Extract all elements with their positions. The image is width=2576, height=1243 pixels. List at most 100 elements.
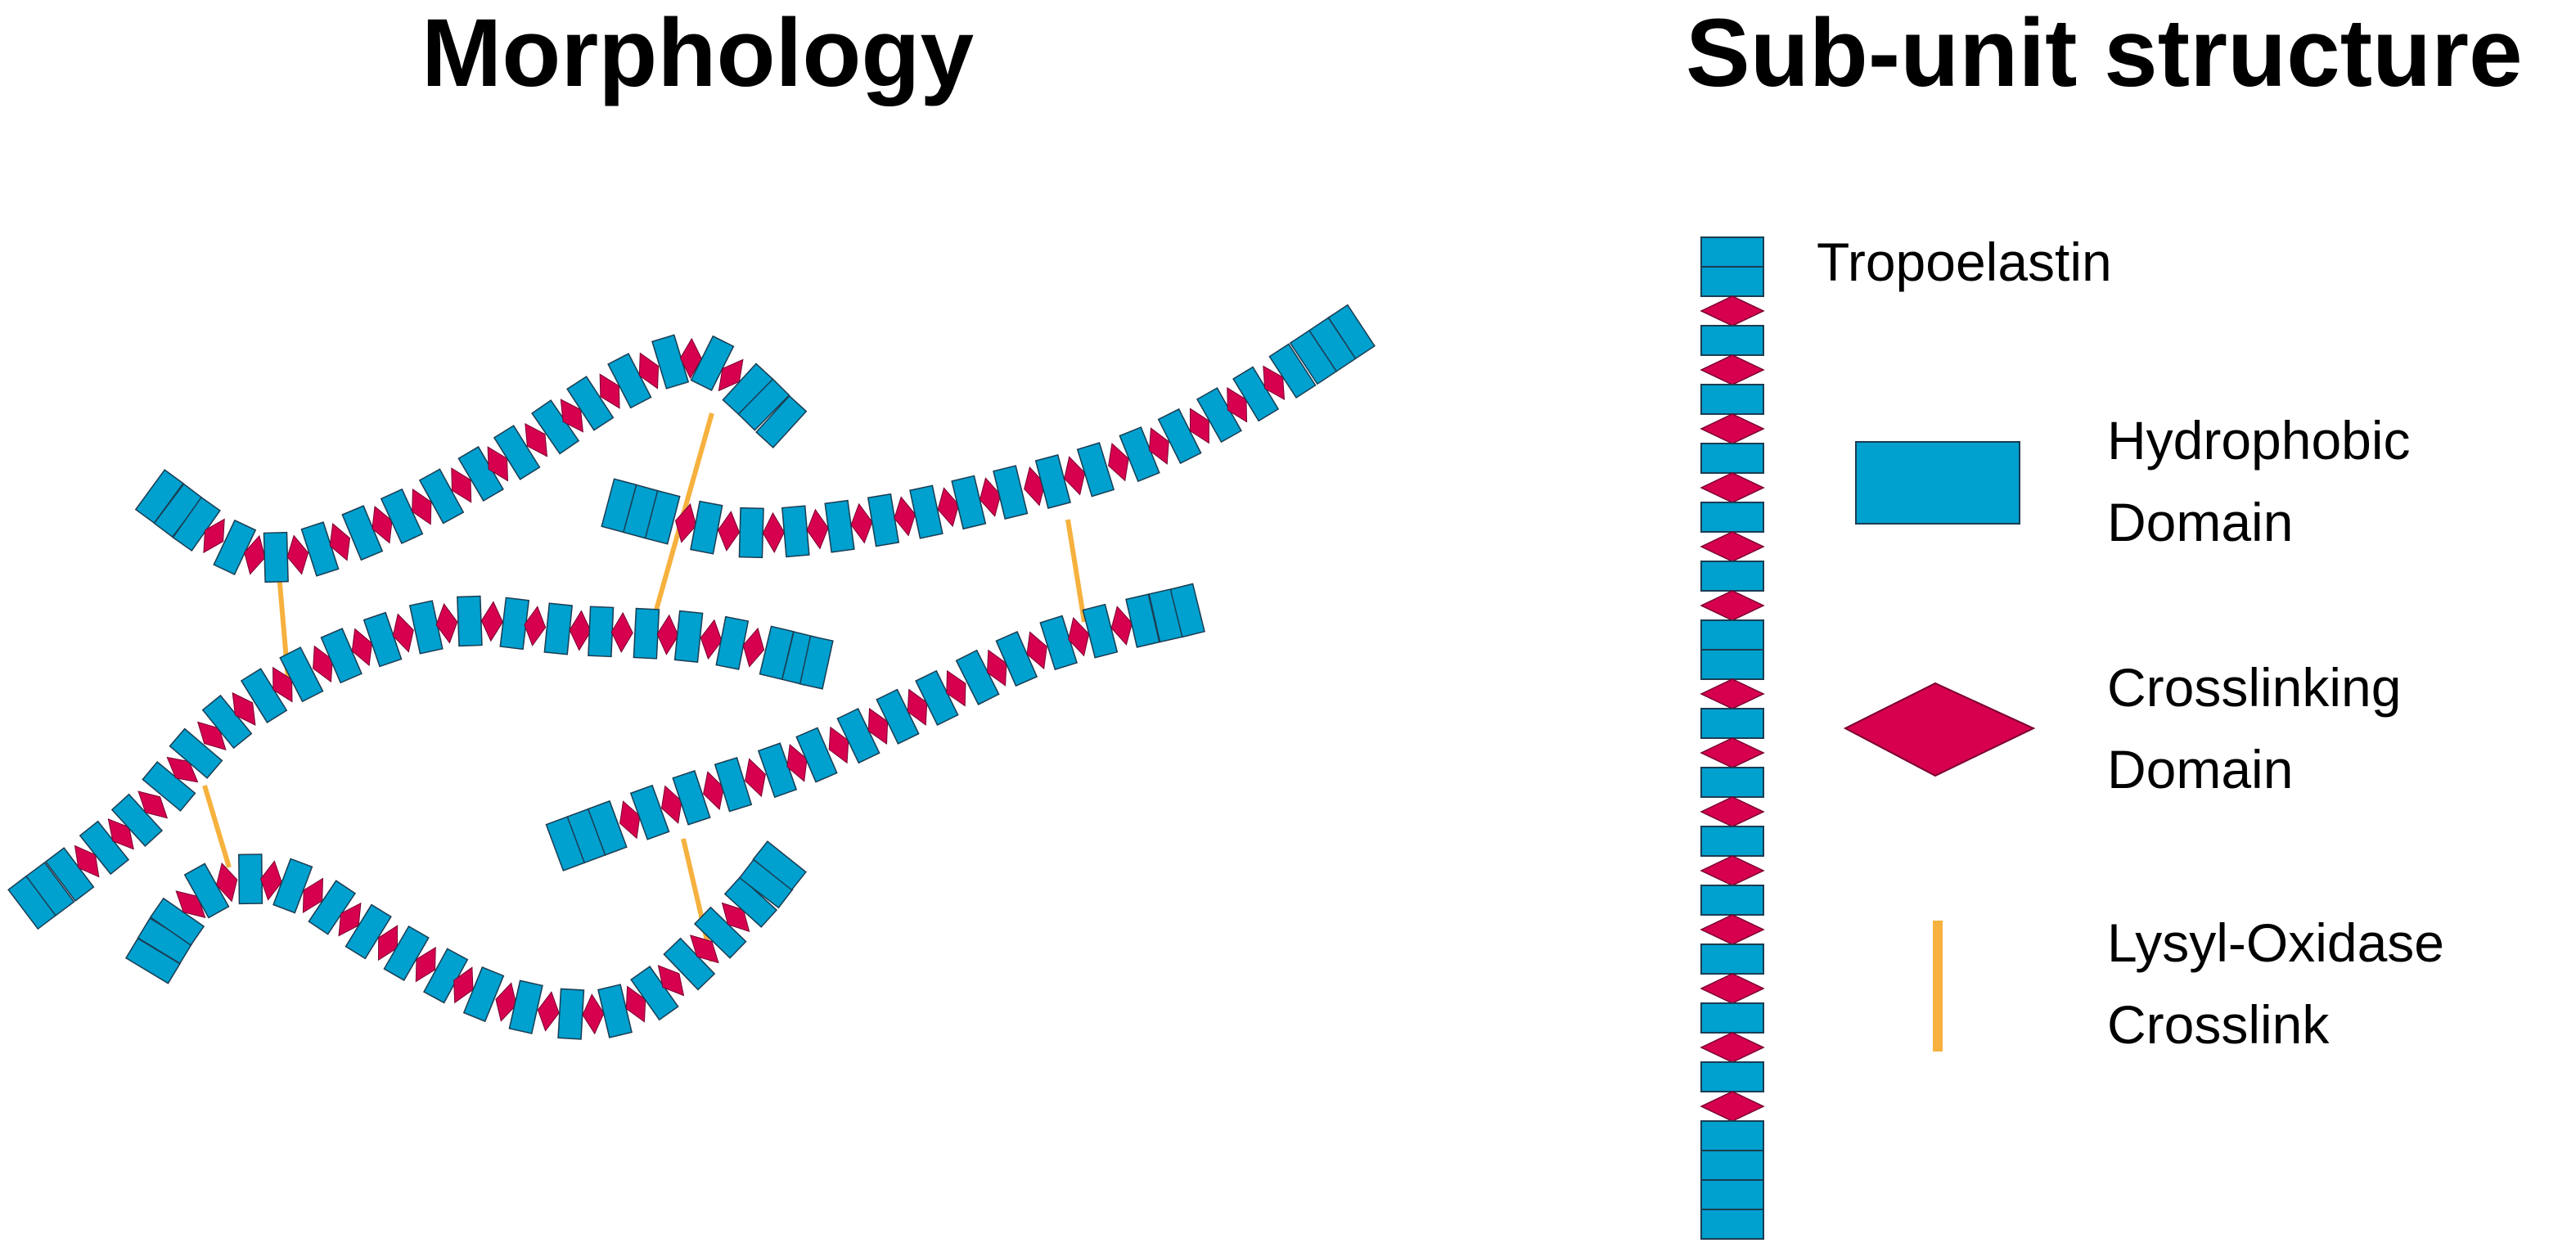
hydrophobic-block bbox=[272, 858, 313, 914]
hydrophobic-block bbox=[714, 756, 753, 813]
crosslinking-diamond bbox=[1026, 631, 1047, 670]
hydrophobic-block bbox=[457, 595, 483, 647]
hydrophobic-block bbox=[237, 853, 263, 905]
crosslinking-diamond bbox=[203, 518, 225, 554]
hydrophobic-block bbox=[1700, 561, 1764, 592]
hydrophobic-block bbox=[1700, 649, 1764, 680]
hydrophobic-block bbox=[755, 394, 808, 449]
crosslinking-diamond bbox=[329, 522, 351, 561]
hydrophobic-block bbox=[1700, 443, 1764, 474]
hydrophobic-block bbox=[1700, 885, 1764, 916]
hydrophobic-block bbox=[737, 378, 790, 431]
crosslinking-diamond bbox=[638, 352, 660, 390]
crosslinking-diamond bbox=[1700, 796, 1765, 827]
hydrophobic-block bbox=[418, 468, 465, 525]
crosslinking-diamond bbox=[1700, 531, 1765, 562]
hydrophobic-block bbox=[493, 425, 541, 480]
tropoelastin-chain bbox=[1700, 236, 1765, 1240]
lysyl-label-line1: Lysyl-Oxidase bbox=[2107, 912, 2445, 973]
hydrophobic-block bbox=[1327, 304, 1376, 360]
crosslinking-diamond bbox=[1700, 354, 1765, 385]
tropoelastin-label: Tropoelastin bbox=[1817, 232, 2112, 292]
elastin-fiber bbox=[134, 334, 808, 583]
crosslinking-diamond bbox=[1700, 295, 1765, 327]
crosslinking-diamond bbox=[689, 935, 719, 964]
hydrophobic-block bbox=[1700, 384, 1764, 415]
crosslinking-domain-icon bbox=[1843, 682, 2036, 777]
hydrophobic-block bbox=[1268, 343, 1317, 399]
hydrophobic-block bbox=[1700, 1120, 1764, 1151]
hydrophobic-block bbox=[799, 635, 834, 690]
hydrophobic-block bbox=[633, 607, 660, 660]
lysyl-oxidase-crosslink-icon bbox=[1933, 921, 1943, 1052]
crosslinking-diamond bbox=[1700, 737, 1765, 768]
crosslinking-diamond bbox=[718, 511, 741, 552]
hydrophobic-block bbox=[1082, 603, 1119, 659]
elastin-fibers bbox=[7, 304, 1376, 1040]
hydrophobic-block bbox=[715, 615, 750, 670]
hydrophobic-block bbox=[263, 531, 289, 583]
crosslinking-diamond bbox=[1700, 678, 1765, 709]
hydrophobic-block bbox=[993, 465, 1029, 520]
hydrophobic-block bbox=[566, 376, 615, 431]
crosslinking-diamond bbox=[525, 422, 548, 457]
crosslinking-diamond bbox=[480, 601, 503, 642]
crosslinking-diamond bbox=[1700, 855, 1765, 886]
elastin-fiber bbox=[601, 304, 1376, 559]
hydrophobic-block bbox=[672, 770, 711, 826]
hydrophobic-block bbox=[499, 597, 530, 651]
elastin-fiber bbox=[545, 583, 1205, 871]
hydrophobic-label-line2: Domain bbox=[2107, 492, 2294, 552]
hydrophobic-block bbox=[1125, 593, 1160, 648]
hydrophobic-block bbox=[169, 727, 223, 779]
hydrophobic-block bbox=[738, 507, 764, 559]
lysyl-oxidase-crosslink bbox=[202, 785, 232, 868]
hydrophobic-block bbox=[909, 484, 943, 539]
crosslinking-diamond bbox=[415, 946, 436, 983]
crosslinking-diamond bbox=[137, 790, 169, 819]
hydrophobic-block bbox=[1700, 1209, 1764, 1240]
hydrophobic-block bbox=[781, 505, 810, 558]
crosslinking-diamond bbox=[1700, 1032, 1765, 1063]
crosslinking-diamond bbox=[610, 611, 633, 653]
elastin-fiber bbox=[124, 840, 807, 1040]
hydrophobic-block bbox=[508, 980, 543, 1034]
hydrophobic-block bbox=[629, 784, 670, 840]
crosslinking-diamond bbox=[1700, 590, 1765, 621]
crosslinking-diamond bbox=[657, 965, 685, 997]
hydrophobic-block bbox=[644, 489, 681, 545]
crosslinking-diamond bbox=[392, 613, 414, 653]
hydrophobic-block bbox=[1700, 767, 1764, 798]
crosslinking-diamond bbox=[1149, 427, 1169, 465]
hydrophobic-block bbox=[1700, 619, 1764, 651]
hydrophobic-block bbox=[557, 988, 585, 1040]
hydrophobic-block bbox=[587, 799, 628, 856]
crosslinking-diamond bbox=[286, 534, 309, 575]
hydrophobic-block bbox=[752, 840, 807, 891]
crosslinking-diamond bbox=[742, 627, 765, 668]
hydrophobic-block bbox=[690, 500, 723, 555]
hydrophobic-label-line1: Hydrophobic bbox=[2107, 410, 2411, 471]
hydrophobic-block bbox=[1076, 442, 1115, 498]
hydrophobic-block bbox=[1169, 583, 1205, 638]
hydrophobic-block bbox=[1700, 325, 1764, 356]
morphology-title: Morphology bbox=[421, 0, 975, 107]
hydrophobic-block bbox=[345, 903, 392, 960]
hydrophobic-block bbox=[1700, 1002, 1764, 1034]
lysyl-label-line2: Crosslink bbox=[2107, 994, 2330, 1055]
crosslinking-diamond bbox=[762, 511, 785, 553]
hydrophobic-block bbox=[951, 475, 987, 530]
lysyl-oxidase-crosslink bbox=[1065, 519, 1087, 623]
crosslinking-diamond bbox=[1700, 472, 1765, 503]
hydrophobic-domain-icon bbox=[1855, 441, 2020, 525]
hydrophobic-block bbox=[1700, 502, 1764, 533]
crosslinking-diamond bbox=[435, 603, 458, 644]
hydrophobic-block bbox=[795, 727, 838, 783]
crosslinking-diamond bbox=[524, 606, 547, 646]
crosslinking-diamond bbox=[946, 669, 966, 707]
hydrophobic-block bbox=[25, 861, 75, 916]
hydrophobic-block bbox=[279, 646, 324, 703]
subunit-structure-title: Sub-unit structure bbox=[1686, 0, 2523, 107]
hydrophobic-block bbox=[462, 966, 505, 1023]
